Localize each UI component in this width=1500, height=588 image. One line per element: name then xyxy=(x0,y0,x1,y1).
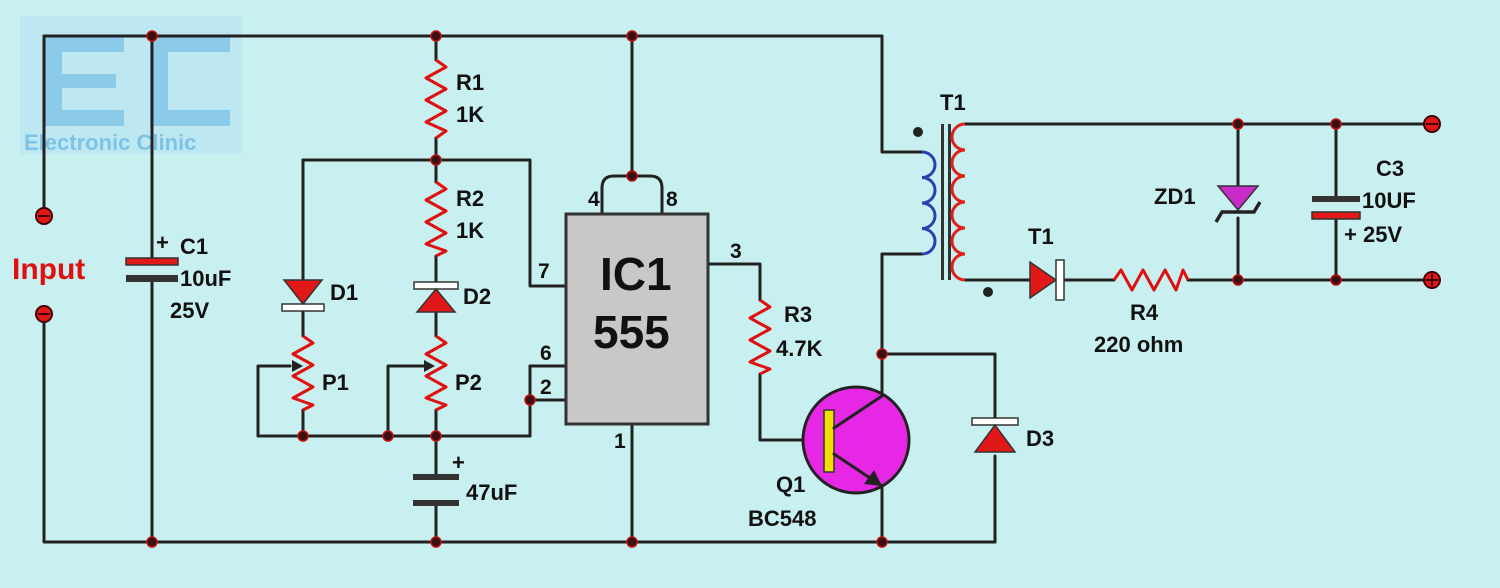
pin-8: 8 xyxy=(666,188,678,211)
input-terminal-negative[interactable] xyxy=(35,305,53,323)
d1-label: D1 xyxy=(330,280,358,305)
output-terminal-positive[interactable] xyxy=(1423,271,1441,289)
c2-value: 47uF xyxy=(466,480,517,505)
transformer-t1 xyxy=(913,122,993,297)
r2-name: R2 xyxy=(456,186,484,211)
r1-name: R1 xyxy=(456,70,484,95)
zener-zd1 xyxy=(1214,185,1262,223)
c1-value: 10uF xyxy=(180,266,231,291)
resistor-r1 xyxy=(424,58,448,140)
c3-name: C3 xyxy=(1376,156,1404,181)
wires xyxy=(42,34,1434,544)
c3-voltage: + 25V xyxy=(1344,222,1402,247)
r3-value: 4.7K xyxy=(776,336,823,361)
electronic-clinic-logo: Electronic Clinic xyxy=(20,16,242,155)
resistor-r4 xyxy=(1112,268,1190,292)
q1-name: Q1 xyxy=(776,472,805,497)
p2-label: P2 xyxy=(455,370,482,395)
pin-4: 4 xyxy=(588,188,600,211)
capacitor-c3 xyxy=(1311,196,1361,220)
potentiometer-p2 xyxy=(424,334,448,412)
potentiometer-p1 xyxy=(291,334,315,412)
diode-d2 xyxy=(413,281,459,313)
c2-plus: + xyxy=(452,450,465,475)
pin-6: 6 xyxy=(540,342,552,365)
pin-3: 3 xyxy=(730,240,742,263)
pin-1: 1 xyxy=(614,430,626,453)
diode-d3 xyxy=(971,417,1019,453)
r2-value: 1K xyxy=(456,218,484,243)
p1-label: P1 xyxy=(322,370,349,395)
output-terminal-negative[interactable] xyxy=(1423,115,1441,133)
ic-555: IC1 555 xyxy=(564,212,710,426)
ic-name: IC1 xyxy=(600,248,672,300)
c1-name: C1 xyxy=(180,234,208,259)
diode-output xyxy=(1029,259,1065,301)
capacitor-c1 xyxy=(125,257,179,282)
c3-value: 10UF xyxy=(1362,188,1416,213)
q1-type: BC548 xyxy=(748,506,816,531)
t1-name: T1 xyxy=(940,90,966,115)
r1-value: 1K xyxy=(456,102,484,127)
junction-dots xyxy=(146,30,1342,548)
zd1-label: ZD1 xyxy=(1154,184,1196,209)
logo-text: Electronic Clinic xyxy=(24,130,196,155)
diode-d1 xyxy=(281,279,325,312)
capacitor-c2 xyxy=(413,474,459,506)
input-terminal-positive[interactable] xyxy=(35,207,53,225)
input-label: Input xyxy=(12,253,85,286)
transistor-q1 xyxy=(801,385,911,495)
resistor-r2 xyxy=(424,180,448,258)
output-diode-label: T1 xyxy=(1028,224,1054,249)
r4-value: 220 ohm xyxy=(1094,332,1183,357)
d3-label: D3 xyxy=(1026,426,1054,451)
resistor-r3 xyxy=(748,298,772,376)
c1-voltage: 25V xyxy=(170,298,209,323)
pin-7: 7 xyxy=(538,260,550,283)
ic-type: 555 xyxy=(593,306,670,358)
c1-plus: + xyxy=(156,230,169,255)
r3-name: R3 xyxy=(784,302,812,327)
pin-2: 2 xyxy=(540,376,552,399)
r4-name: R4 xyxy=(1130,300,1159,325)
d2-label: D2 xyxy=(463,284,491,309)
